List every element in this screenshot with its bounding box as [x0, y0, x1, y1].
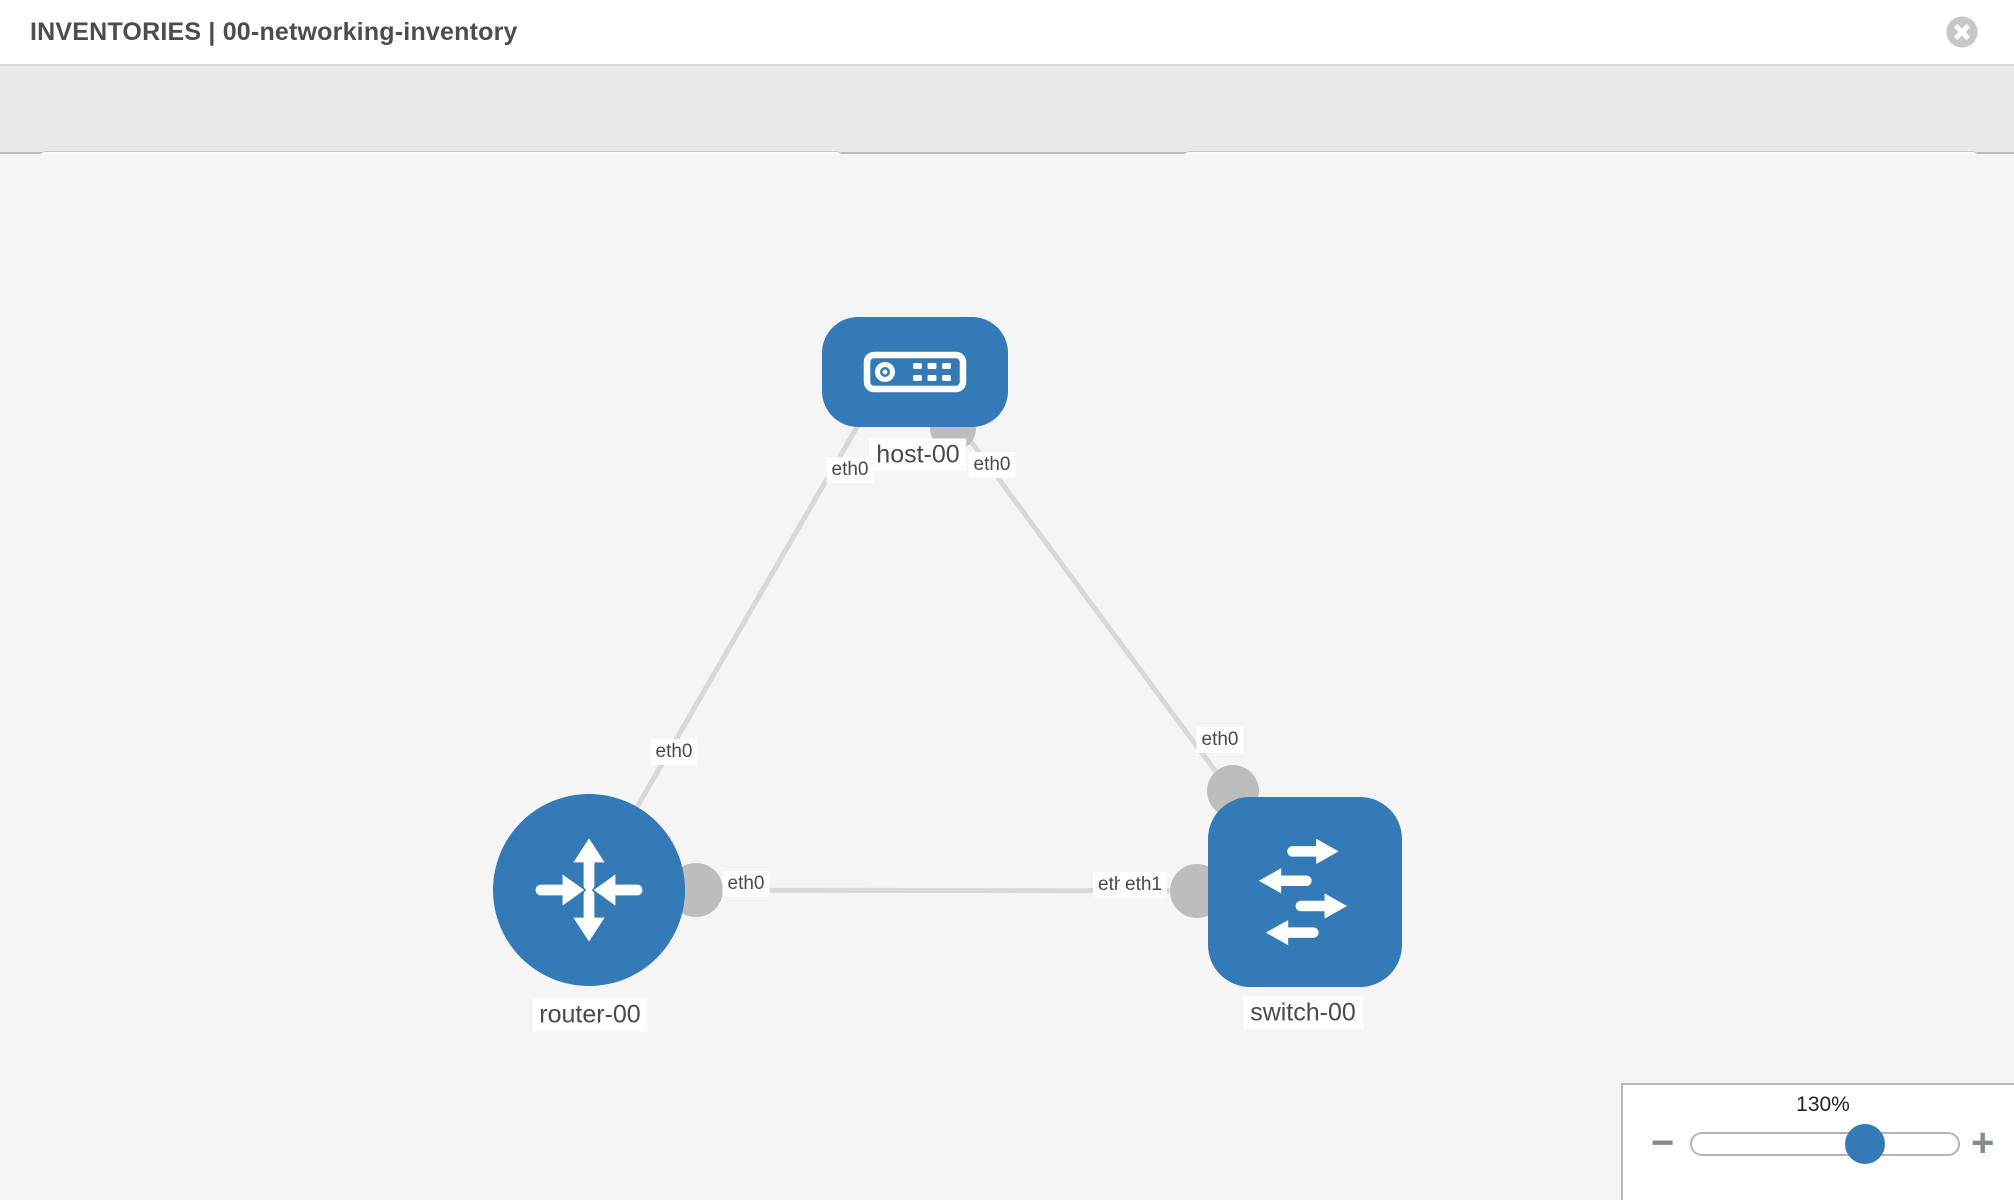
- zoom-level-value: 130%: [1796, 1093, 1850, 1116]
- node-label-switch: switch-00: [1243, 996, 1363, 1030]
- interface-label-host-to-switch: eth0: [968, 452, 1016, 478]
- zoom-slider-thumb[interactable]: [1845, 1124, 1885, 1164]
- zoom-in-button[interactable]: +: [1971, 1121, 1995, 1165]
- node-label-router: router-00: [532, 998, 648, 1032]
- router-icon: [535, 838, 643, 942]
- node-router-00[interactable]: [493, 794, 685, 986]
- switch-icon: [1258, 838, 1347, 946]
- interface-label-router-to-switch: eth0: [722, 871, 770, 897]
- close-icon: [1946, 16, 1978, 48]
- links-layer: [586, 406, 1308, 894]
- node-switch-00[interactable]: [1208, 797, 1402, 987]
- close-button[interactable]: [1946, 16, 1978, 48]
- node-label-host: host-00: [869, 438, 967, 472]
- window-header: INVENTORIES | 00-networking-inventory: [0, 0, 2014, 66]
- host-icon: [863, 351, 967, 393]
- node-host-00[interactable]: [822, 317, 1008, 427]
- zoom-slider-track[interactable]: [1690, 1132, 1960, 1156]
- zoom-panel: 130% − +: [1621, 1083, 2014, 1200]
- interface-label-switch-to-router: eth1: [1120, 872, 1167, 898]
- topology-canvas[interactable]: host-00 router-00 switch-00 eth0 eth0 et…: [0, 154, 2014, 1200]
- zoom-out-button[interactable]: −: [1651, 1121, 1675, 1165]
- toolbar: ACTIONS ▼ SEARCH ▼: [0, 66, 2014, 207]
- interface-label-router-to-host: eth0: [650, 739, 698, 765]
- page-title: INVENTORIES | 00-networking-inventory: [30, 18, 518, 46]
- interface-label-host-to-router: eth0: [826, 457, 874, 483]
- interface-label-switch-to-host: eth0: [1196, 727, 1244, 753]
